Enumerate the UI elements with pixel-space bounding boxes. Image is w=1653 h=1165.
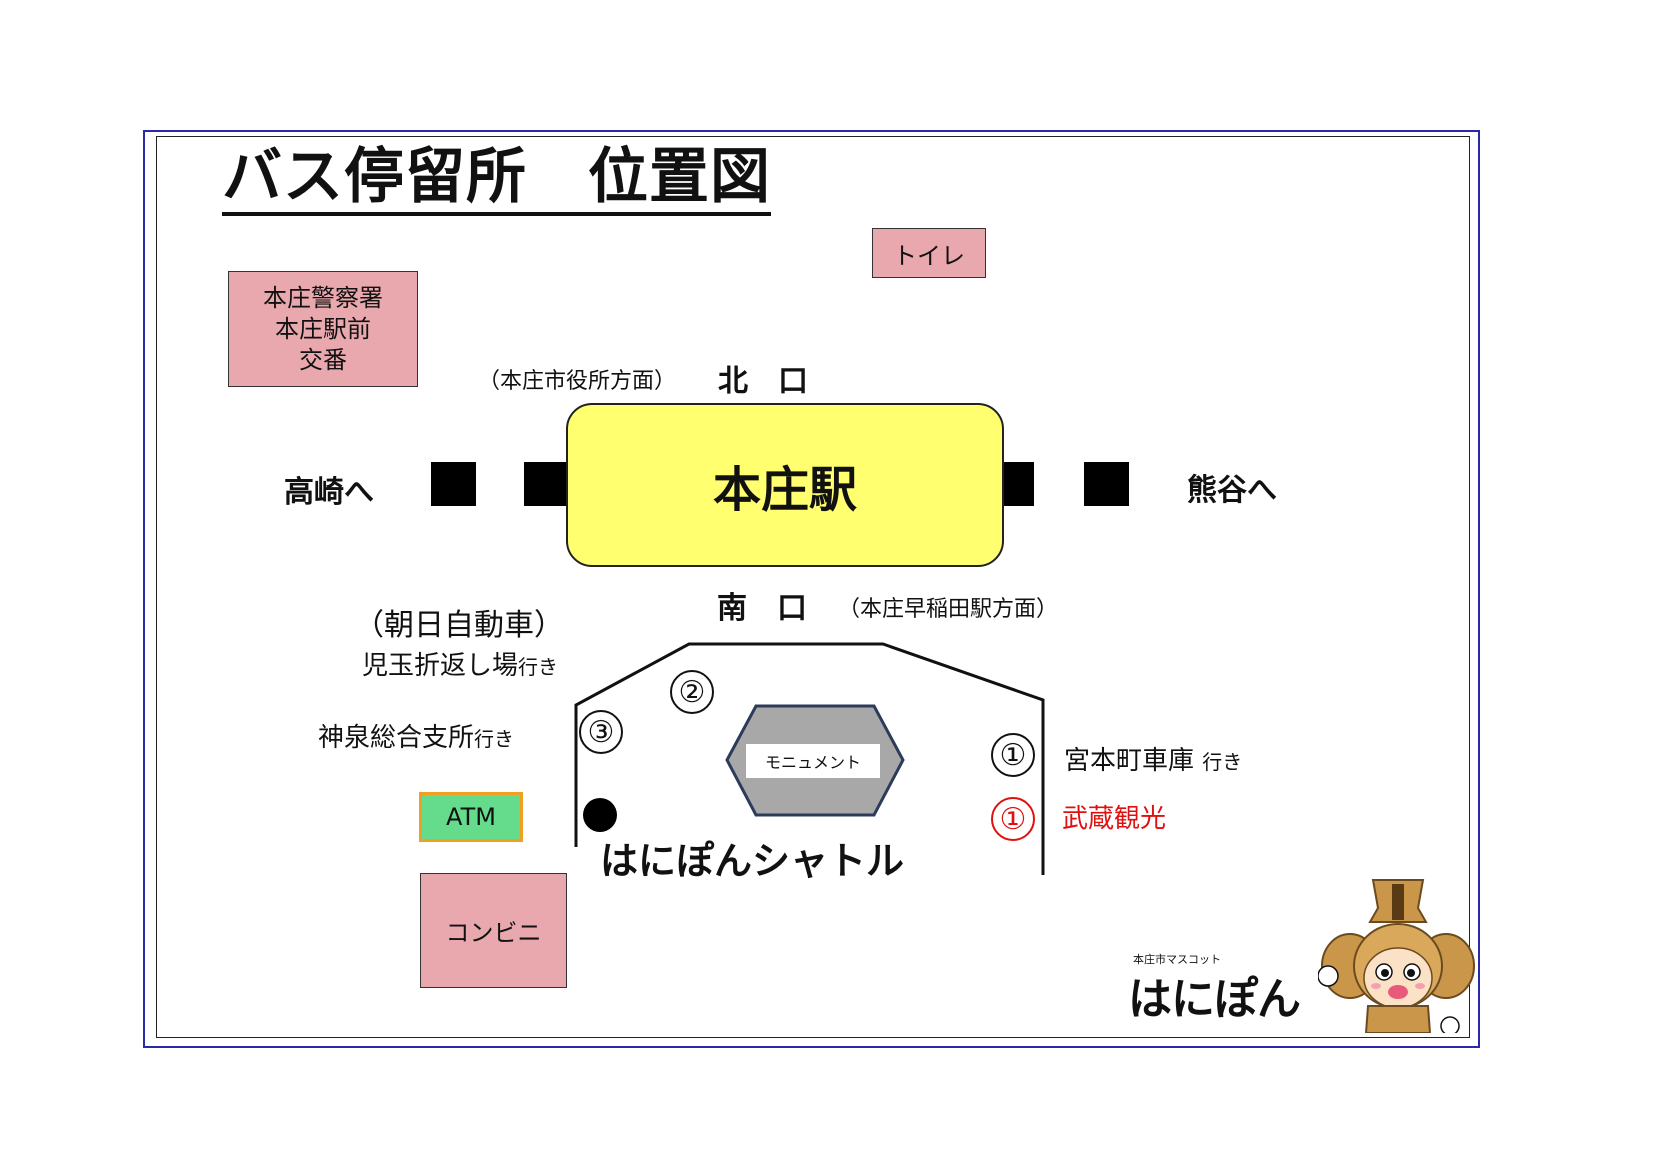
direction-east: 熊谷へ bbox=[1187, 473, 1277, 508]
rail-track-east-2 bbox=[1084, 462, 1129, 506]
rail-track-west-1 bbox=[431, 462, 476, 506]
inner-frame bbox=[156, 136, 1470, 1038]
destination-kamiizumi: 神泉総合支所行き bbox=[318, 723, 515, 753]
mascot-caption: 本庄市マスコット bbox=[1133, 953, 1221, 966]
police-box: 本庄警察署 本庄駅前 交番 bbox=[228, 271, 418, 387]
shuttle-label: はにぽんシャトル bbox=[600, 839, 905, 883]
south-exit-note: （本庄早稲田駅方面） bbox=[838, 597, 1059, 622]
stop-1-number: ① bbox=[991, 733, 1035, 777]
destination-miyamotocho: 宮本町車庫 行き bbox=[1064, 746, 1243, 776]
direction-west: 高崎へ bbox=[284, 475, 374, 510]
destination-kodama: 児玉折返し場行き bbox=[362, 651, 559, 681]
rail-track-west-2 bbox=[524, 462, 569, 506]
outer-frame bbox=[143, 130, 1480, 1048]
convenience-store-box: コンビニ bbox=[420, 873, 567, 988]
operator-musashi: 武蔵観光 bbox=[1062, 804, 1167, 834]
mascot-name: はにぽん bbox=[1128, 974, 1301, 1025]
rail-track-east-1 bbox=[1001, 462, 1034, 506]
stop-2-number: ② bbox=[670, 670, 714, 714]
map-title: バス停留所 位置図 bbox=[222, 142, 771, 216]
north-exit-note: （本庄市役所方面） bbox=[478, 369, 677, 394]
stop-1-red-number: ① bbox=[991, 797, 1035, 841]
south-exit-label: 南 口 bbox=[717, 591, 807, 626]
honjo-station: 本庄駅 bbox=[566, 403, 1004, 567]
operator-asahi: （朝日自動車） bbox=[354, 608, 564, 643]
north-exit-label: 北 口 bbox=[718, 364, 808, 399]
toilet-box: トイレ bbox=[872, 228, 986, 278]
mascot-illustration bbox=[1318, 879, 1475, 1033]
monument-label: モニュメント bbox=[746, 744, 880, 778]
atm-box: ATM bbox=[419, 792, 523, 842]
stop-3-number: ③ bbox=[579, 710, 623, 754]
